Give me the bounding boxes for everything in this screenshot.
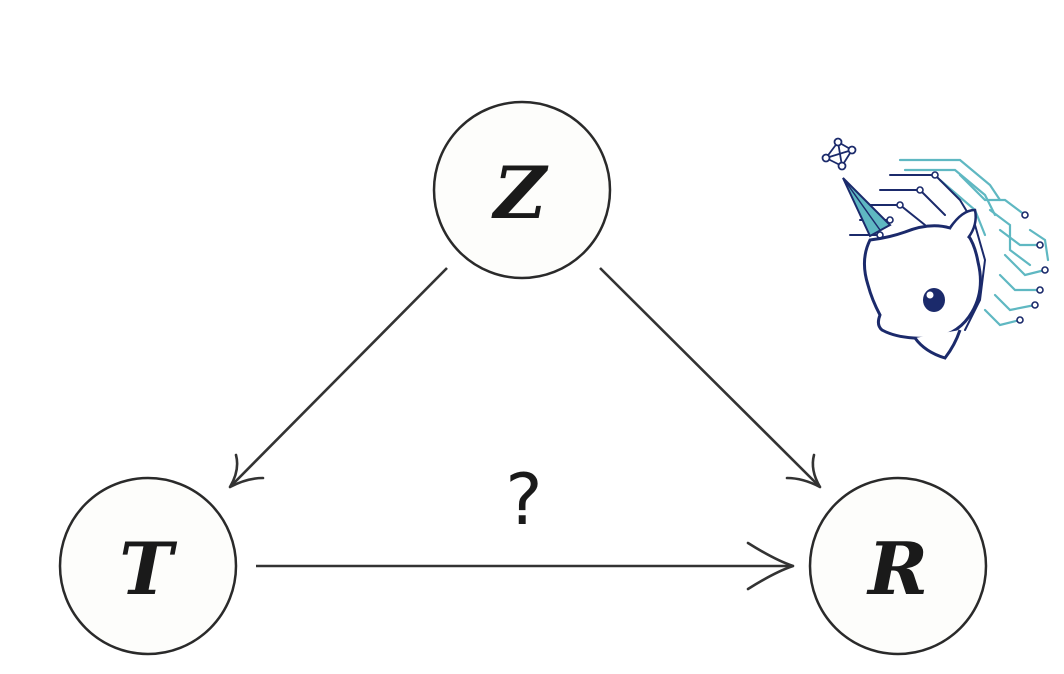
node-r-label: R: [866, 526, 928, 611]
unicorn-circuit-logo-icon: [821, 137, 1050, 360]
arrowhead-r-left-icon: [746, 541, 795, 591]
edge-t-to-r: [256, 541, 795, 591]
arrowhead-t-icon: [228, 453, 265, 489]
node-t: T: [58, 476, 238, 656]
node-t-label: T: [119, 526, 177, 611]
arrowhead-r-top-icon: [785, 453, 822, 489]
edge-label-question: ?: [505, 459, 542, 541]
edge-z-to-r: [599, 267, 822, 489]
node-z-label: Z: [491, 150, 549, 235]
node-r: R: [808, 476, 988, 656]
node-z: Z: [432, 100, 612, 280]
edge-z-to-t: [228, 267, 448, 489]
edges: [228, 267, 822, 591]
